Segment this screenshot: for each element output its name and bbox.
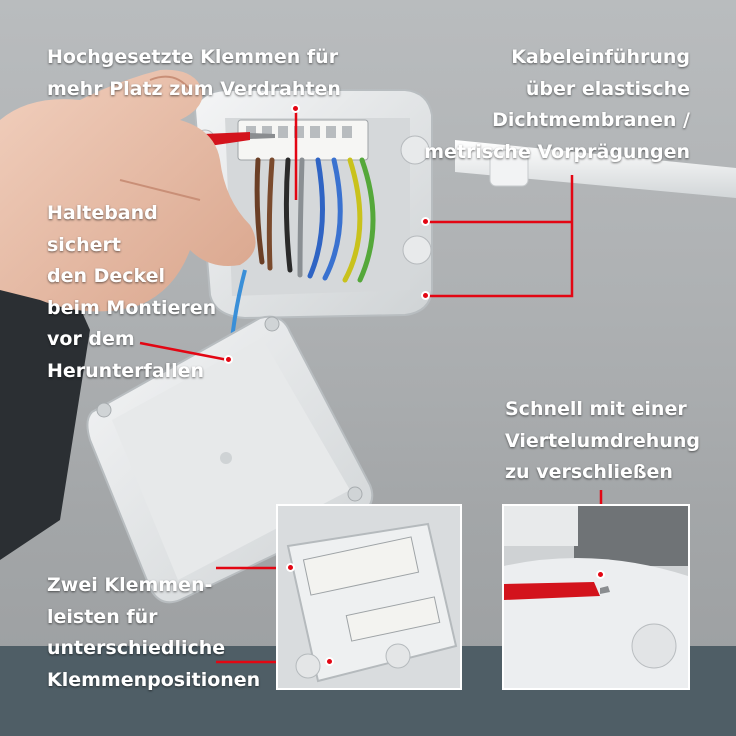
label-terminals-raised: Hochgesetzte Klemmen für mehr Platz zum … [47,46,341,100]
hand [0,69,256,312]
junction-box [193,89,433,320]
callout-dot-strip-1 [286,563,295,572]
inset-terminal-strips [276,504,462,690]
callout-dot-entry-1 [421,217,430,226]
label-cable-entry: Kabeleinführung über elastische Dichtmem… [424,46,690,163]
callout-dot-strip-2 [325,657,334,666]
conduit-pipe [455,140,736,198]
arm-sleeve [0,270,90,560]
callout-dot-quarter-turn [596,570,605,579]
label-retaining-strap: Halteband sichert den Deckel beim Montie… [47,202,217,382]
callout-dot-entry-2 [421,291,430,300]
callout-dot-terminals [291,104,300,113]
callout-dot-strap [224,355,233,364]
label-quarter-turn: Schnell mit einer Viertelumdrehung zu ve… [505,398,700,483]
inset-quarter-turn [502,504,690,690]
terminal-strips-illustration [278,506,460,688]
label-two-terminal-strips: Zwei Klemmen- leisten für unterschiedlic… [47,574,261,691]
quarter-turn-illustration [504,506,688,688]
